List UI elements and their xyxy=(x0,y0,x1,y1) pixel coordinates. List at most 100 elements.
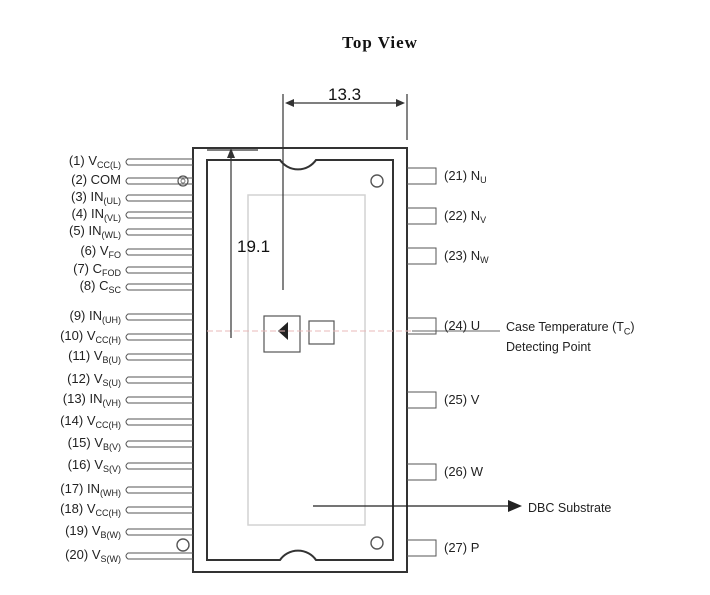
left-pin-label: (7) CFOD xyxy=(0,262,121,280)
left-pin-label: (1) VCC(L) xyxy=(0,154,121,172)
pin-subscript: (VL) xyxy=(103,213,121,223)
left-pin-lead xyxy=(125,552,193,560)
right-pin-label: (25) V xyxy=(444,393,479,407)
left-pin-label: (18) VCC(H) xyxy=(0,502,121,520)
package-outline xyxy=(192,147,408,573)
left-pin-label: (20) VS(W) xyxy=(0,548,121,566)
pin-subscript: CC(H) xyxy=(95,508,122,518)
right-pin-lead xyxy=(407,167,437,185)
left-pin-label: (5) IN(WL) xyxy=(0,224,121,242)
left-pin-label: (16) VS(V) xyxy=(0,458,121,476)
pin-text: (22) N xyxy=(444,208,481,223)
left-pin-lead xyxy=(125,333,193,341)
left-pin-lead xyxy=(125,486,193,494)
package-body xyxy=(206,159,394,561)
pin-text: (5) IN xyxy=(69,223,102,238)
mount-hole-top-left xyxy=(177,175,189,187)
left-pin-label: (9) IN(UH) xyxy=(0,308,122,327)
case-temp-text: Case Temperature (T xyxy=(506,320,624,334)
mount-hole-top-right xyxy=(370,174,384,188)
pin-text: (2) COM xyxy=(71,172,121,187)
case-temp-annotation: Case Temperature (TC) Detecting Point xyxy=(506,320,635,355)
pin-text: (3) IN xyxy=(71,189,104,204)
left-pin-label: (19) VB(W) xyxy=(0,524,121,542)
mount-hole-top-left-inner xyxy=(180,178,186,184)
pin-text: (11) V xyxy=(68,348,103,363)
pin-text: (13) IN xyxy=(62,391,103,406)
right-pin-label: (27) P xyxy=(444,541,479,555)
mount-hole-bottom-right xyxy=(370,536,384,550)
pin-subscript: S(V) xyxy=(103,464,121,474)
pin-text: (17) IN xyxy=(60,481,100,496)
pin-text: (23) N xyxy=(444,248,481,263)
left-pin-lead xyxy=(125,528,193,536)
left-pin-lead xyxy=(125,396,193,404)
left-pin-lead xyxy=(125,353,193,361)
pin-text: (18) V xyxy=(60,501,96,516)
pin-text: (26) W xyxy=(444,464,483,479)
left-pin-lead xyxy=(125,228,193,236)
case-temp-text-2: Detecting Point xyxy=(506,339,591,354)
left-pin-lead xyxy=(125,248,193,256)
pin-subscript: (VH) xyxy=(102,398,122,408)
left-pin-lead xyxy=(125,440,193,448)
left-pin-label: (12) VS(U) xyxy=(0,372,121,390)
pin-subscript: B(U) xyxy=(102,355,122,365)
pin-subscript: (UL) xyxy=(103,196,122,206)
pin-text: (16) V xyxy=(67,457,103,472)
right-pin-lead xyxy=(407,463,437,481)
left-pin-lead xyxy=(125,313,193,321)
dbc-arrow-head xyxy=(508,500,522,512)
pin-subscript: CC(L) xyxy=(97,160,121,170)
pin-subscript: S(U) xyxy=(102,378,122,388)
left-pin-label: (8) CSC xyxy=(0,279,121,297)
pin-text: (20) V xyxy=(65,547,101,562)
left-pin-label: (3) IN(UL) xyxy=(0,190,121,208)
pin-text: (6) V xyxy=(80,243,109,258)
pin-subscript: V xyxy=(480,215,487,225)
left-pin-lead xyxy=(125,177,193,185)
left-pin-lead xyxy=(125,376,193,384)
right-pin-lead xyxy=(407,247,437,265)
right-pin-lead xyxy=(407,207,437,225)
pin-text: (7) C xyxy=(73,261,102,276)
left-pin-label: (10) VCC(H) xyxy=(0,329,121,347)
pin-text: (9) IN xyxy=(69,308,103,323)
pin-subscript: B(V) xyxy=(103,442,121,452)
right-pin-label: (26) W xyxy=(444,465,483,479)
left-pin-lead xyxy=(125,283,193,291)
pin-subscript: B(W) xyxy=(100,530,122,540)
dim-height-label: 19.1 xyxy=(237,237,271,256)
pin-subscript: (WH) xyxy=(100,488,121,498)
pin-text: (24) U xyxy=(444,318,481,333)
pin-text: (1) V xyxy=(68,153,97,168)
pin-subscript: (UH) xyxy=(102,315,121,325)
right-pin-group xyxy=(407,167,437,557)
pin-subscript: CC(H) xyxy=(95,335,122,345)
pin-subscript: SC xyxy=(108,285,121,295)
pin-text: (4) IN xyxy=(71,206,104,221)
left-pin-lead xyxy=(125,506,193,514)
right-pin-lead xyxy=(407,539,437,557)
right-pin-lead xyxy=(407,317,437,335)
dim-width-arrow-right xyxy=(396,99,405,107)
pin-text: (12) V xyxy=(67,371,103,386)
mount-hole-bottom-left xyxy=(176,538,190,552)
pin-text: (19) V xyxy=(65,523,101,538)
dim-width-arrow-left xyxy=(285,99,294,107)
case-temp-close: ) xyxy=(630,320,635,334)
pin-text: (15) V xyxy=(67,435,103,450)
pin-text: (10) V xyxy=(60,328,96,343)
right-pin-label: (22) NV xyxy=(444,209,486,227)
case-temp-sub: C xyxy=(623,326,631,337)
dbc-substrate-area xyxy=(247,194,366,526)
right-pin-label: (24) U xyxy=(444,319,480,333)
left-pin-lead xyxy=(125,211,193,219)
pin-text: (8) C xyxy=(79,278,109,293)
left-pin-label: (14) VCC(H) xyxy=(0,414,121,432)
right-pin-lead xyxy=(407,391,437,409)
pin-text: (14) V xyxy=(60,413,96,428)
pin-subscript: U xyxy=(480,175,487,185)
left-pin-lead xyxy=(125,158,193,166)
